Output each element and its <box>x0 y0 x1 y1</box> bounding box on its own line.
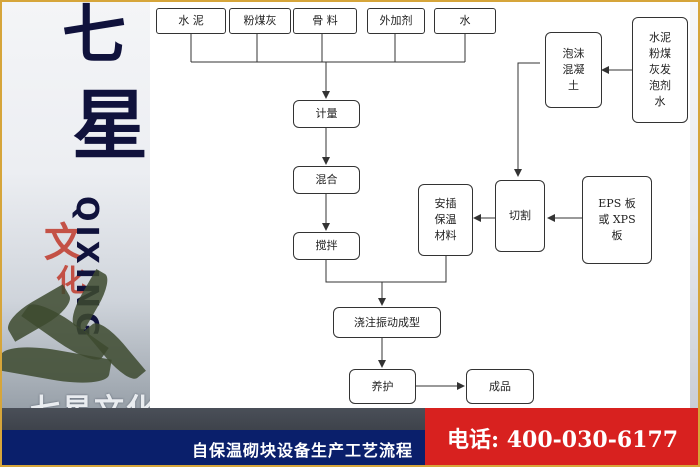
input-label-line: 水 <box>654 94 666 108</box>
step-label: 成品 <box>489 379 511 393</box>
input-label-line: 粉煤 <box>649 47 671 61</box>
material-box-cement: 水 泥 <box>156 8 226 34</box>
step-label-line: 材料 <box>434 228 457 242</box>
step-label: 混合 <box>315 173 338 187</box>
flow-connectors <box>190 34 632 390</box>
step-label-line: 安插 <box>434 197 457 211</box>
input-label-line: 板 <box>611 228 623 242</box>
logo-char-2: 星 <box>72 81 148 170</box>
logo-char-1: 七 <box>62 0 126 73</box>
logo-char-3: 文 <box>44 219 84 266</box>
step-label: 养护 <box>371 379 394 393</box>
process-flowchart: 水 泥 粉煤灰 骨 料 外加剂 水 计量 混合 搅拌 安插 保温 材料 切割 泡… <box>150 0 690 408</box>
step-label: 搅拌 <box>315 239 338 253</box>
step-insulation-material: 安插 保温 材料 <box>418 184 473 256</box>
material-box-water: 水 <box>434 8 496 34</box>
eps-board-box: EPS 板 或 XPS 板 <box>582 176 652 264</box>
material-label: 水 泥 <box>178 14 204 28</box>
step-label: 浇注振动成型 <box>354 315 420 329</box>
step-foam-concrete: 泡沫 混凝 土 <box>545 32 602 108</box>
footer-phone[interactable]: 电话: 400-030-6177 <box>425 408 700 467</box>
input-label-line: 灰发 <box>649 63 671 77</box>
step-stirring: 搅拌 <box>293 232 360 260</box>
step-label: 切割 <box>509 209 531 223</box>
material-label: 骨 料 <box>312 14 338 28</box>
input-label-line: 泡剂 <box>649 78 671 92</box>
material-box-aggregate: 骨 料 <box>293 8 357 34</box>
line-insulation-to-casting <box>382 256 447 283</box>
step-label-line: 土 <box>568 78 579 92</box>
step-mixing: 混合 <box>293 166 360 194</box>
input-label-line: 或 XPS <box>598 213 636 227</box>
material-label: 粉煤灰 <box>243 14 277 28</box>
material-box-fly-ash: 粉煤灰 <box>229 8 291 34</box>
arrow-foam-to-cutting <box>514 62 540 177</box>
step-metering: 计量 <box>293 100 360 128</box>
footer-title: 自保温砌块设备生产工艺流程 <box>0 430 425 467</box>
input-label-line: EPS 板 <box>598 197 636 211</box>
step-label-line: 泡沫 <box>562 47 585 61</box>
input-label-line: 水泥 <box>649 31 671 45</box>
step-label-line: 混凝 <box>562 63 585 77</box>
foam-inputs-box: 水泥 粉煤 灰发 泡剂 水 <box>632 17 688 123</box>
step-product: 成品 <box>466 369 534 404</box>
arrow-stirring-to-casting <box>325 260 386 306</box>
step-curing: 养护 <box>349 369 416 404</box>
material-label: 外加剂 <box>379 14 413 28</box>
step-label-line: 保温 <box>434 213 457 227</box>
material-label: 水 <box>459 14 471 28</box>
step-label: 计量 <box>315 107 338 121</box>
material-box-admixture: 外加剂 <box>367 8 425 34</box>
step-casting: 浇注振动成型 <box>333 307 441 338</box>
step-cutting: 切割 <box>495 180 545 252</box>
